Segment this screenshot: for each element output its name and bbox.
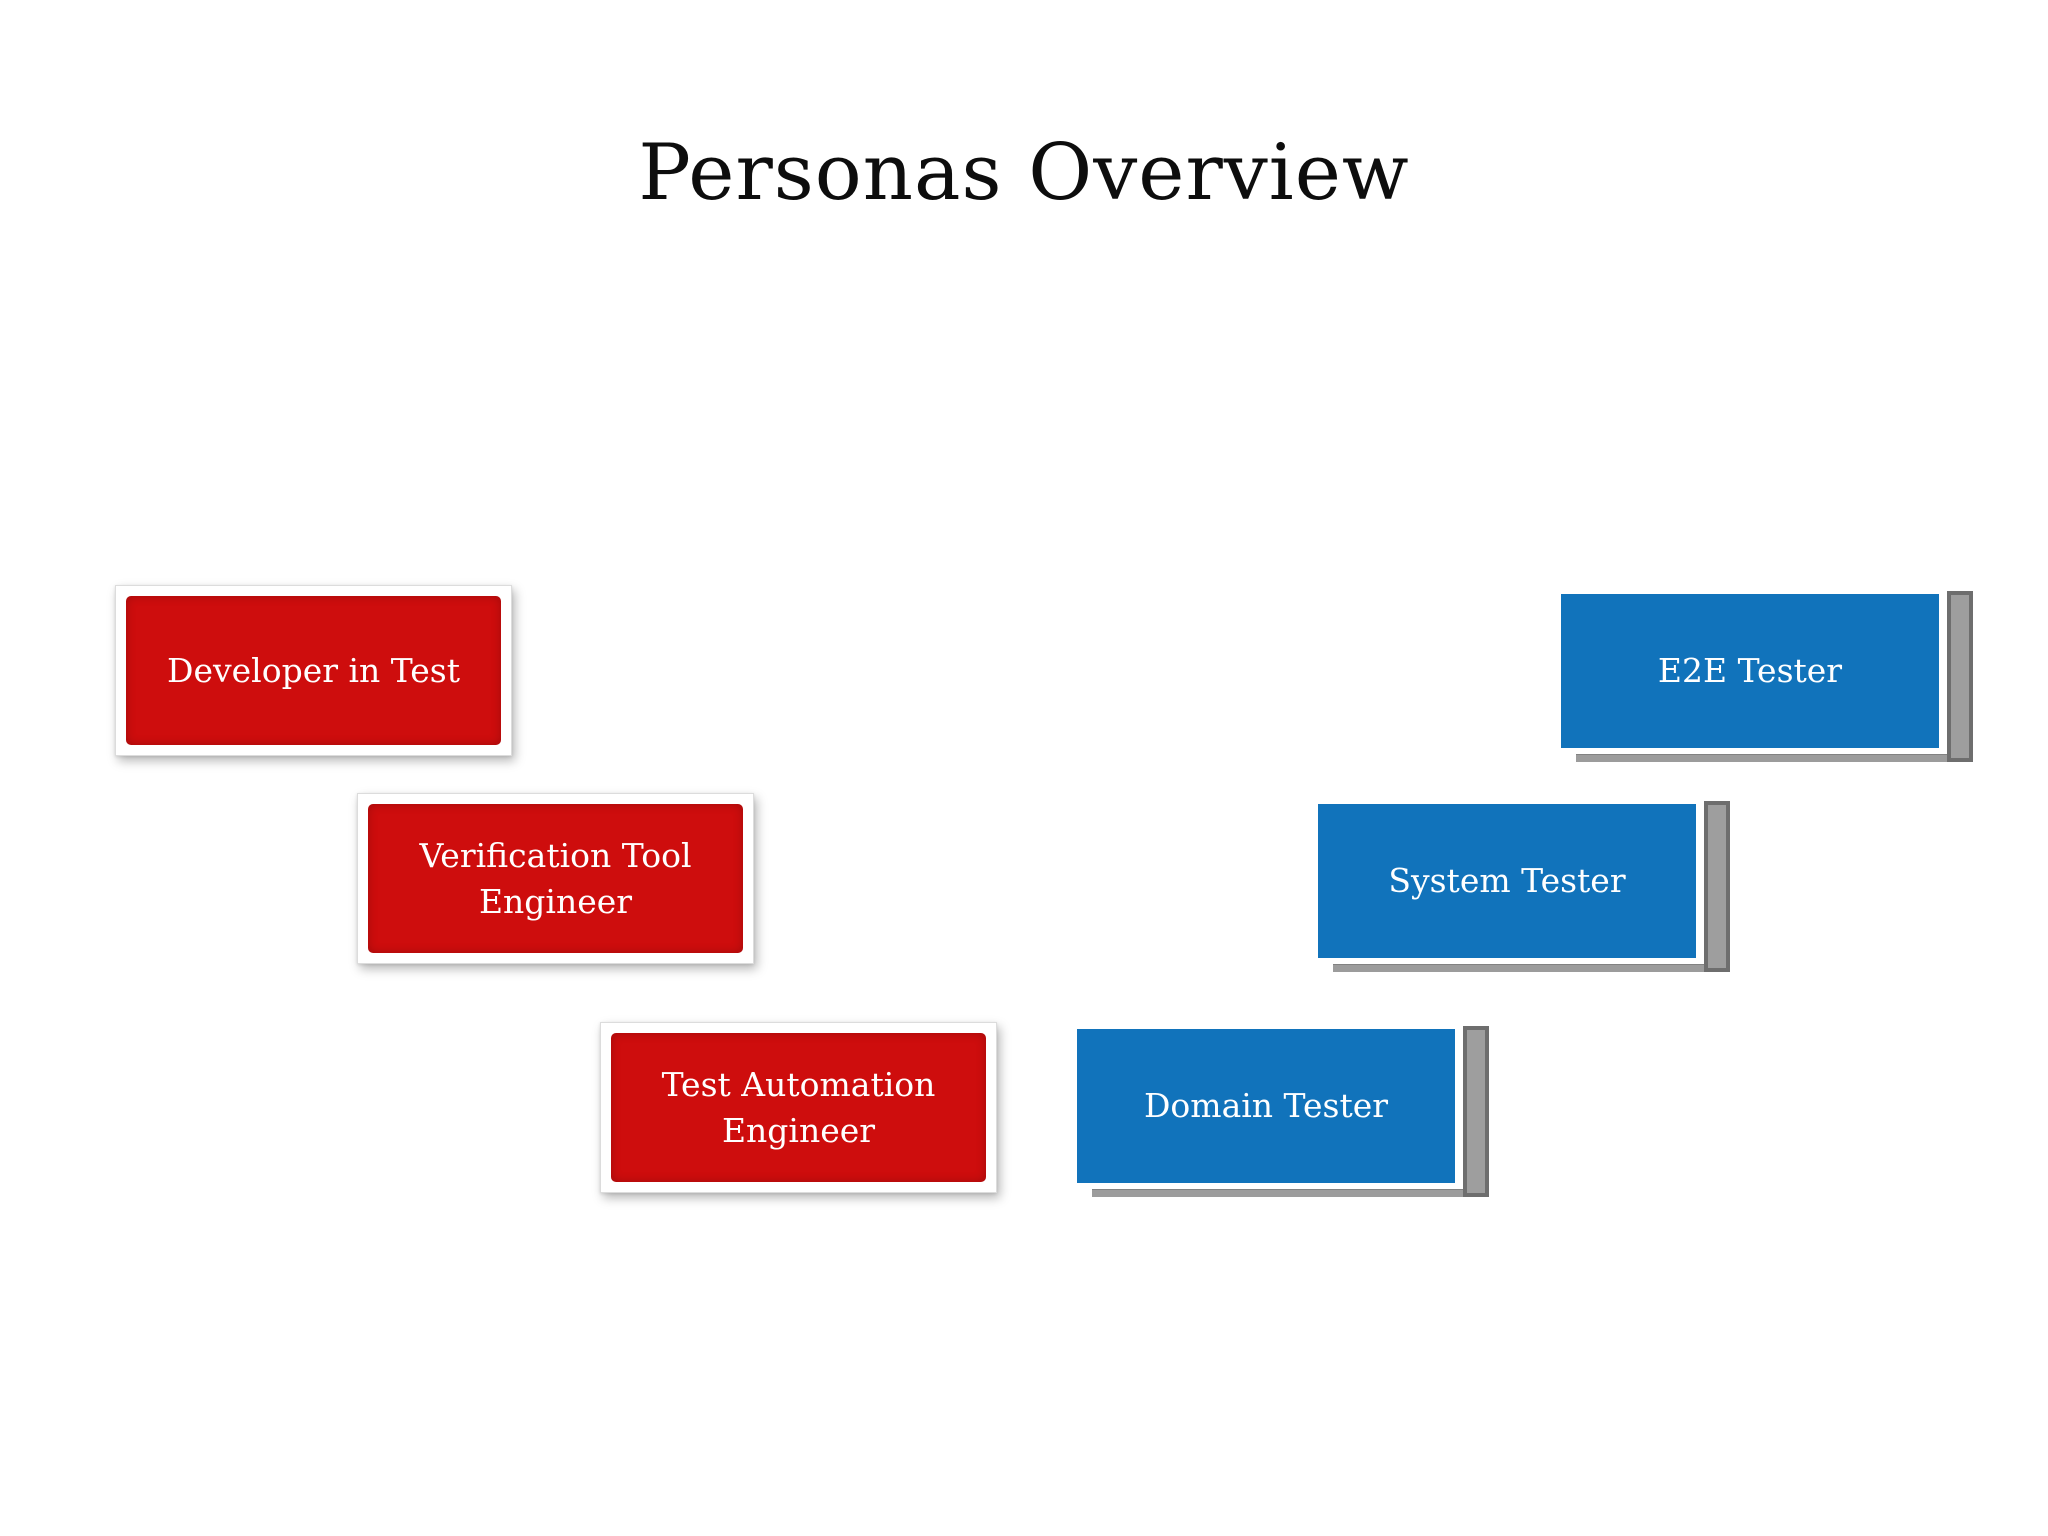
persona-box-test-automation-engineer: Test Automation Engineer xyxy=(600,1022,997,1193)
persona-box-face: Test Automation Engineer xyxy=(611,1033,986,1182)
persona-box-domain-tester: Domain Tester xyxy=(1077,1026,1489,1197)
persona-box-face: Domain Tester xyxy=(1077,1029,1455,1183)
persona-label: Verification Tool Engineer xyxy=(419,835,692,921)
box-shadow-right xyxy=(1947,591,1973,762)
persona-box-face: Developer in Test xyxy=(126,596,501,745)
persona-box-developer-in-test: Developer in Test xyxy=(115,585,512,756)
persona-label: Test Automation Engineer xyxy=(661,1064,936,1150)
box-shadow-bottom xyxy=(1333,964,1730,972)
persona-label: E2E Tester xyxy=(1657,651,1843,691)
box-shadow-bottom xyxy=(1576,754,1973,762)
persona-box-face: Verification Tool Engineer xyxy=(368,804,743,953)
box-shadow-bottom xyxy=(1092,1189,1489,1197)
persona-box-face: E2E Tester xyxy=(1561,594,1939,748)
persona-box-face: System Tester xyxy=(1318,804,1696,958)
persona-label: Developer in Test xyxy=(167,650,460,690)
persona-label: System Tester xyxy=(1388,861,1626,901)
box-shadow-right xyxy=(1463,1026,1489,1197)
persona-box-system-tester: System Tester xyxy=(1318,801,1730,972)
slide-title: Personas Overview xyxy=(638,128,1410,218)
box-shadow-right xyxy=(1704,801,1730,972)
persona-label: Domain Tester xyxy=(1143,1086,1389,1126)
persona-box-verification-tool-engineer: Verification Tool Engineer xyxy=(357,793,754,964)
persona-box-e2e-tester: E2E Tester xyxy=(1561,591,1973,762)
